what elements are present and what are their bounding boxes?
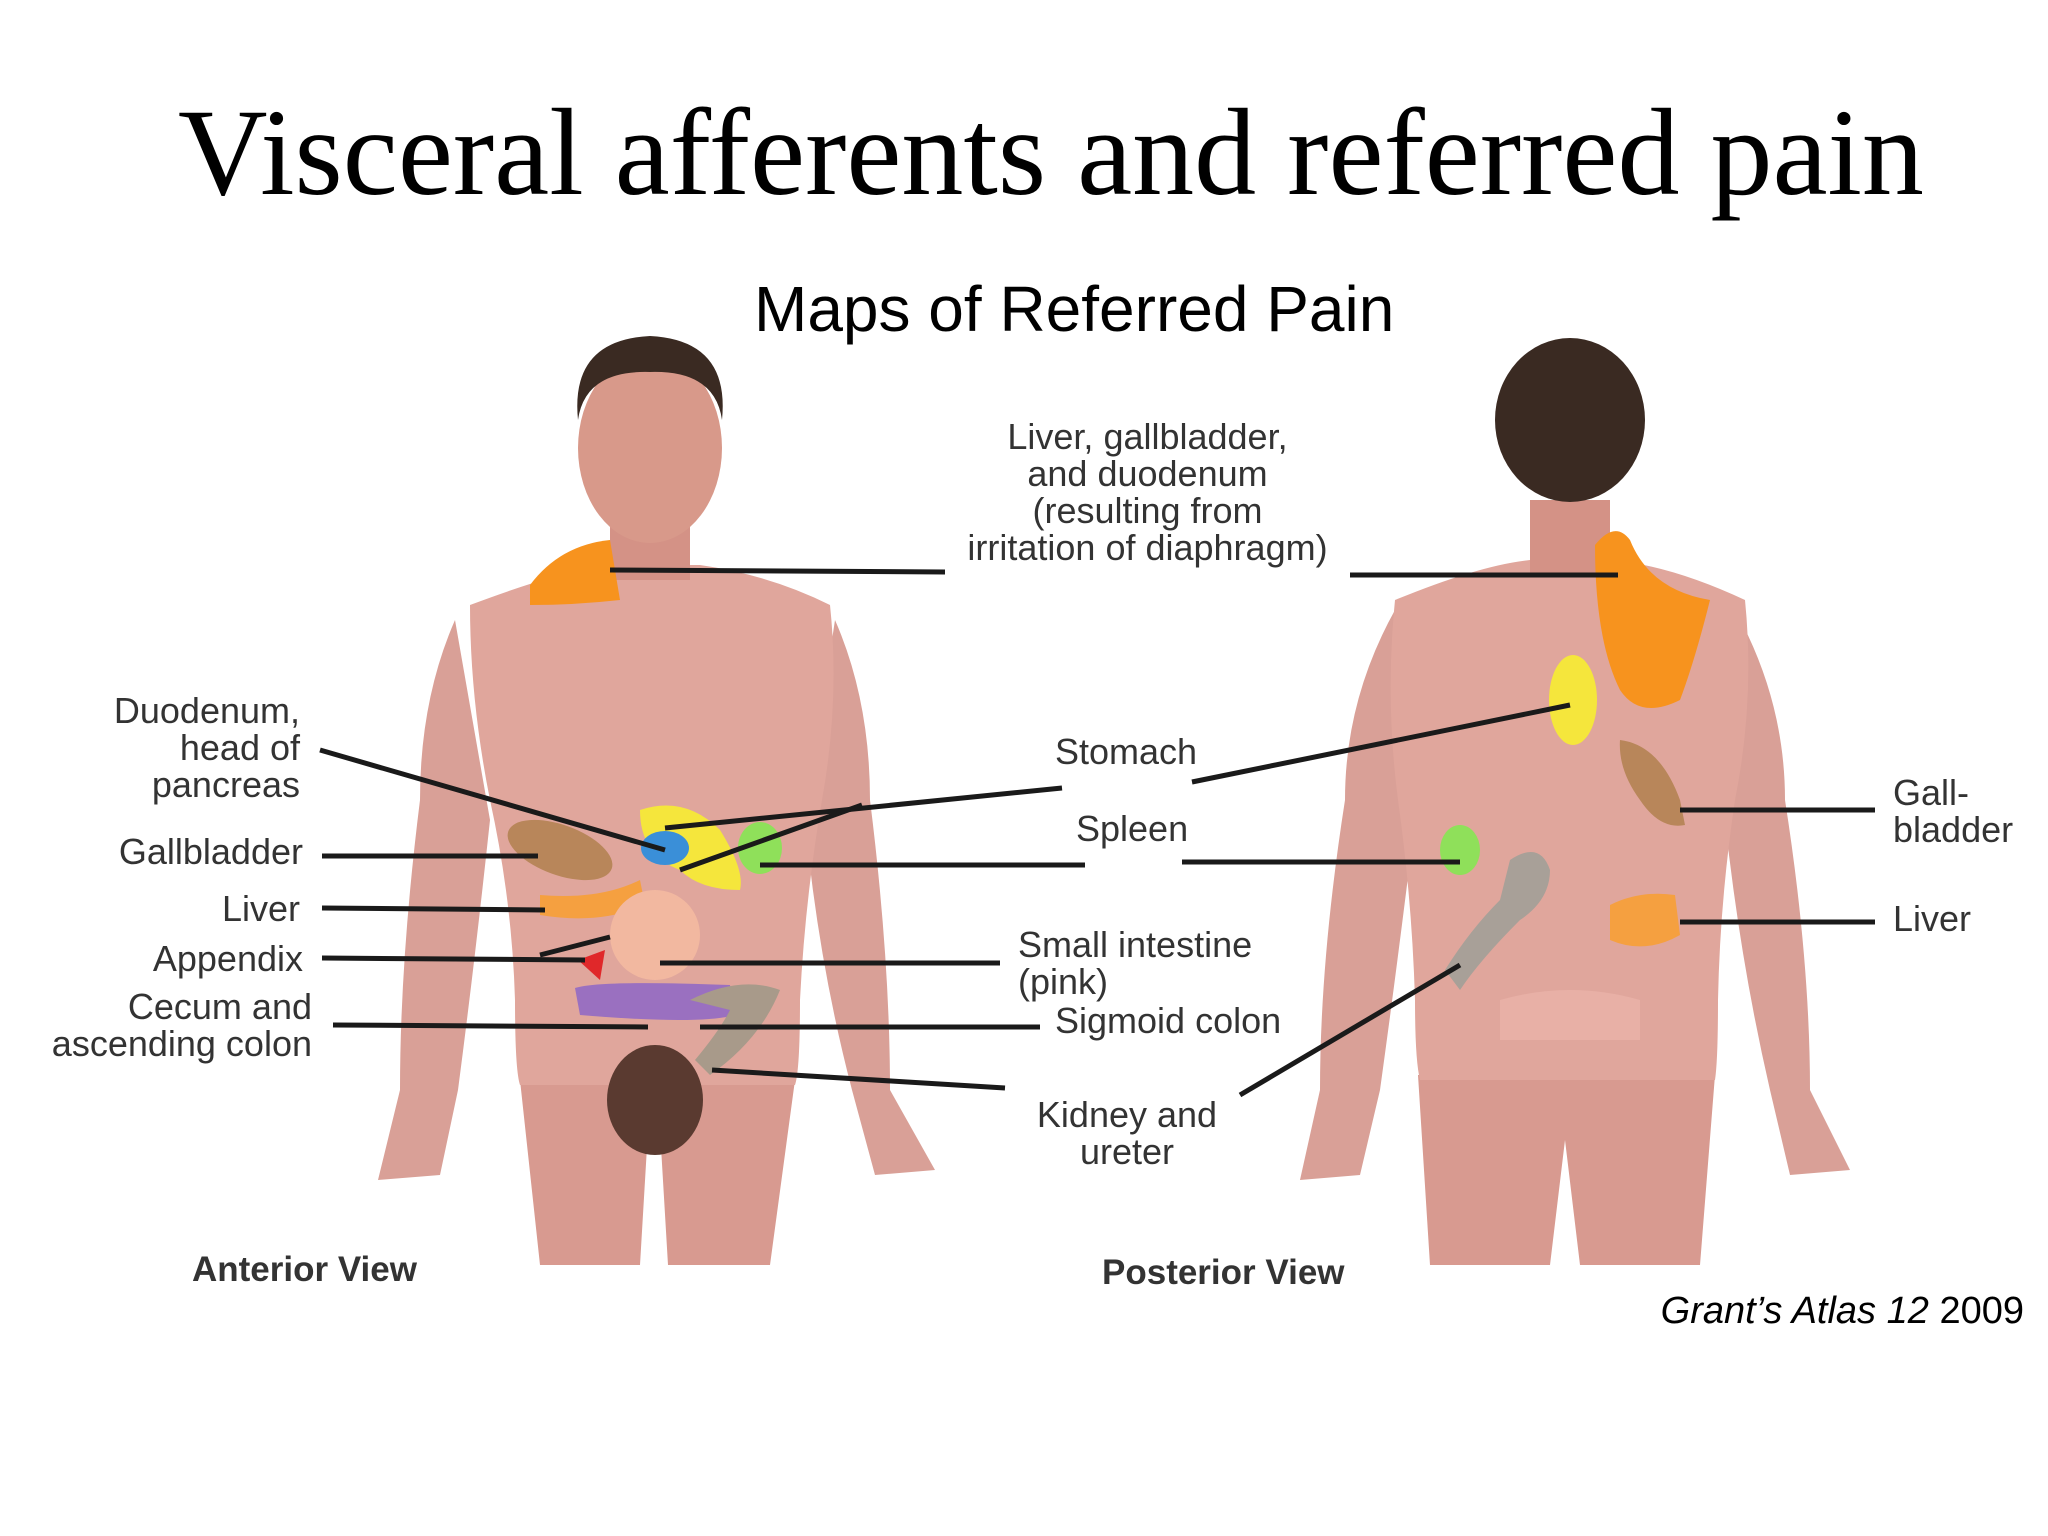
posterior-view-label: Posterior View (1102, 1253, 1345, 1292)
slide-title: Visceral afferents and referred pain (178, 84, 1924, 221)
figure-title: Maps of Referred Pain (754, 273, 1395, 345)
label-gall-bladder-posterior: Gall- bladder (1893, 772, 2014, 850)
credit-year: 2009 (1939, 1290, 2024, 1332)
label-liver-posterior: Liver (1893, 898, 1972, 939)
leader-line-cecum (332, 1022, 649, 1030)
anterior-view-label: Anterior View (192, 1250, 417, 1289)
leader-line-kidney-anterior (711, 1067, 1006, 1091)
posterior-figure (1300, 338, 1850, 1265)
label-gallbladder: Gallbladder (118, 831, 303, 872)
label-cecum-ascending-colon: Cecum and ascending colon (51, 986, 312, 1064)
label-liver-gallbladder-duodenum: Liver, gallbladder, and duodenum (result… (967, 416, 1328, 568)
label-liver: Liver (221, 888, 300, 929)
label-sigmoid-colon: Sigmoid colon (1055, 1000, 1282, 1041)
leader-line-kidney-posterior (1238, 962, 1462, 1098)
leader-line-duodenum (319, 747, 666, 853)
source-credit: Grant’s Atlas 12 2009 (1661, 1290, 2024, 1333)
label-spleen: Spleen (1076, 808, 1189, 849)
anterior-figure (378, 336, 935, 1265)
label-appendix: Appendix (152, 938, 303, 979)
leader-line-liver (321, 905, 546, 913)
label-kidney-ureter: Kidney and ureter (1036, 1094, 1218, 1172)
label-duodenum-head-pancreas: Duodenum, head of pancreas (113, 690, 300, 805)
leader-line-appendix-2 (539, 934, 611, 958)
leader-line-appendix (321, 955, 586, 963)
label-small-intestine: Small intestine (pink) (1018, 924, 1253, 1002)
leader-lines (319, 567, 1875, 1098)
credit-source: Grant’s Atlas 12 (1660, 1290, 1929, 1332)
leader-line-stomach-anterior (664, 785, 1063, 831)
leader-line-stomach-2 (679, 802, 863, 873)
leader-line-stomach-posterior (1191, 702, 1571, 785)
label-stomach: Stomach (1055, 731, 1198, 772)
leader-line-diaphragm-anterior (609, 567, 946, 575)
